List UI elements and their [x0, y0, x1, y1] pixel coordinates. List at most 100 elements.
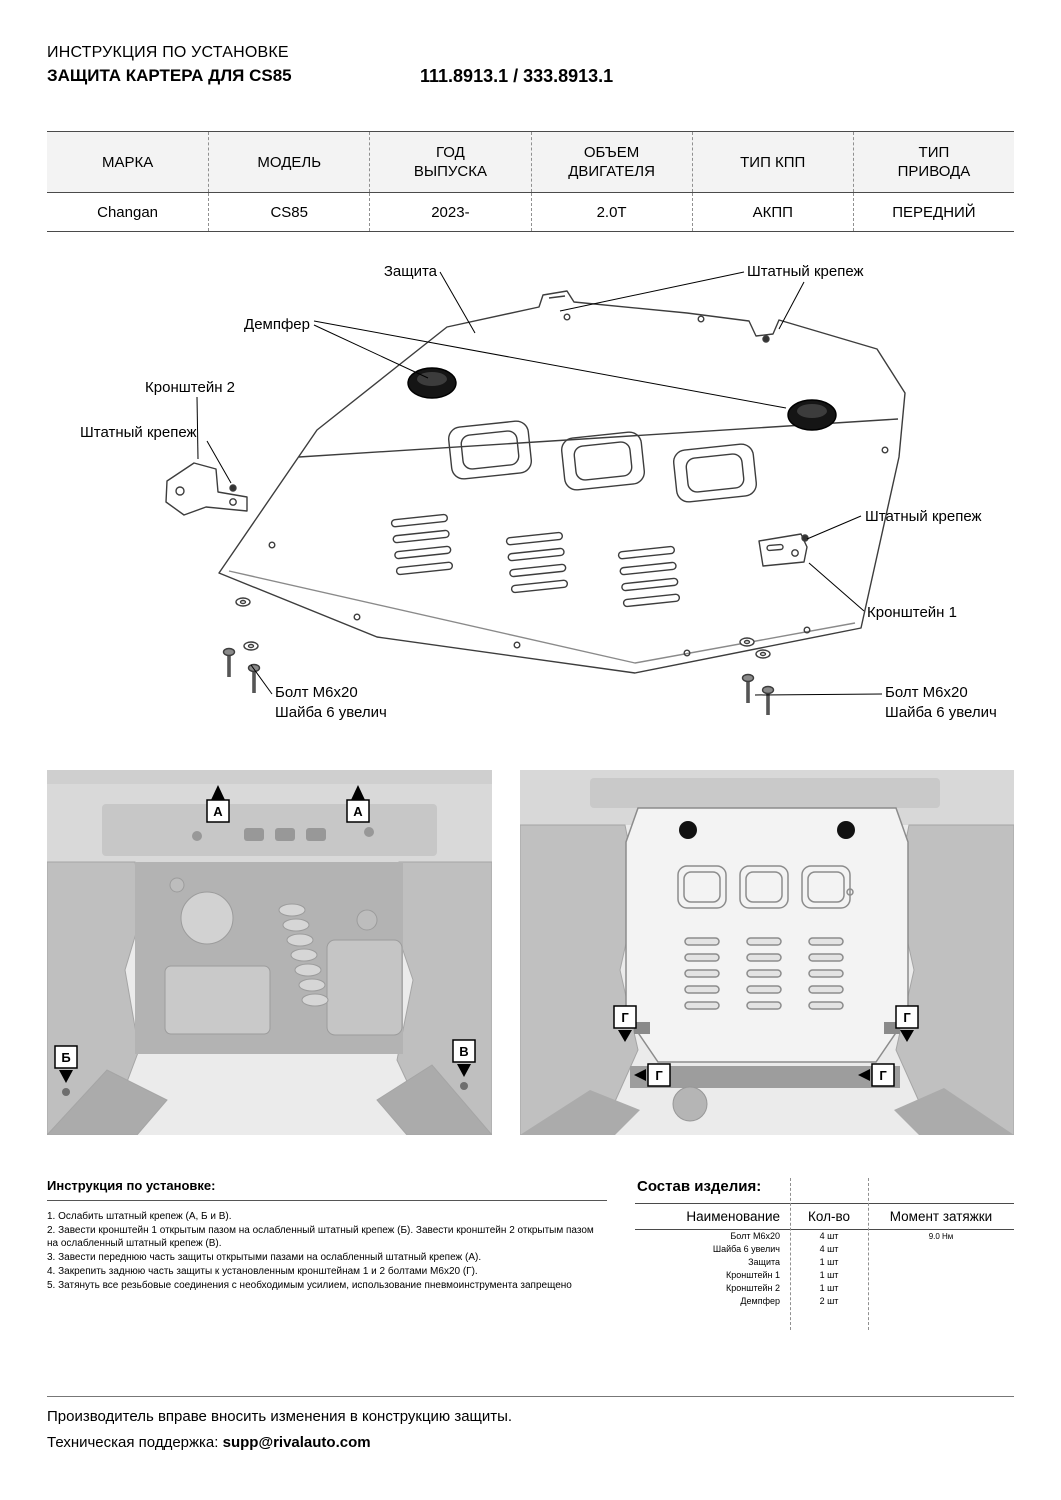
skid-plate-drawing — [165, 290, 906, 715]
callout-lines — [196, 271, 883, 696]
emboss-2 — [560, 431, 646, 491]
part-qty: 1 шт — [819, 1283, 839, 1293]
damper-left — [407, 367, 457, 399]
spec-value-drive: ПЕРЕДНИЙ — [852, 193, 1014, 231]
installed-plate — [625, 807, 909, 1063]
part-torque — [868, 1295, 1014, 1308]
part-torque: 9.0 Нм — [928, 1232, 954, 1241]
part-torque — [868, 1269, 1014, 1282]
label-washer-right: Шайба 6 увелич — [885, 704, 997, 721]
label-bracket-2: Кронштейн 2 — [145, 379, 235, 396]
part-qty: 4 шт — [819, 1244, 839, 1254]
engine-bay — [135, 862, 403, 1054]
marker-G4-letter: Г — [879, 1068, 887, 1083]
part-name: Защита — [748, 1257, 780, 1267]
label-oem-fastener-right: Штатный крепеж — [865, 508, 982, 525]
exploded-diagram: Защита Штатный крепеж Демпфер Кронштейн … — [47, 245, 1014, 745]
header: ИНСТРУКЦИЯ ПО УСТАНОВКЕ ЗАЩИТА КАРТЕРА Д… — [47, 44, 1014, 88]
instructions-steps: 1. Ослабить штатный крепеж (А, Б и В). 2… — [47, 1200, 607, 1292]
part-qty: 2 шт — [819, 1296, 839, 1306]
marker-G1: Г — [613, 1005, 637, 1042]
spec-header-gearbox: ТИП КПП — [691, 132, 853, 192]
parts-row-4: Кронштейн 1 1 шт — [635, 1269, 1014, 1282]
label-bracket-1: Кронштейн 1 — [867, 604, 957, 621]
spec-header-brand: МАРКА — [101, 153, 154, 171]
part-name: Кронштейн 2 — [726, 1283, 780, 1293]
tab-slot — [548, 295, 566, 299]
footer-divider — [47, 1396, 1014, 1397]
part-name: Кронштейн 1 — [726, 1270, 780, 1280]
part-torque — [868, 1256, 1014, 1269]
bracket-1 — [758, 335, 809, 567]
fasteners-left — [222, 597, 261, 693]
spec-value-gearbox: АКПП — [691, 193, 853, 231]
footer-disclaimer: Производитель вправе вносить изменения в… — [47, 1408, 513, 1425]
mounting-holes — [268, 313, 889, 657]
photo-installed-plate: Г Г Г Г — [520, 770, 1014, 1135]
doc-type-title: ИНСТРУКЦИЯ ПО УСТАНОВКЕ — [47, 44, 289, 61]
spec-header-model: МОДЕЛЬ — [208, 132, 369, 192]
marker-G2-letter: Г — [655, 1068, 663, 1083]
instruction-step-5: 5. Затянуть все резьбовые соединения с н… — [47, 1280, 572, 1291]
plate-flange-line — [228, 570, 856, 664]
parts-row-3: Защита 1 шт — [635, 1256, 1014, 1269]
parts-row-6: Демпфер 2 шт — [635, 1295, 1014, 1308]
slots-group-3 — [617, 545, 681, 608]
bumper-area — [47, 770, 492, 862]
parts-row-2: Шайба 6 увелич 4 шт — [635, 1243, 1014, 1256]
marker-A1-letter: А — [213, 804, 223, 819]
instruction-step-1: 1. Ослабить штатный крепеж (А, Б и В). — [47, 1211, 232, 1222]
instruction-step-2: 2. Завести кронштейн 1 открытым пазом на… — [47, 1225, 594, 1249]
label-oem-fastener-left: Штатный крепеж — [80, 424, 197, 441]
installation-photos: А А Б В — [47, 770, 1014, 1135]
parts-title: Состав изделия: — [637, 1178, 762, 1195]
instructions-title: Инструкция по установке: — [47, 1178, 216, 1193]
part-numbers: 111.8913.1 / 333.8913.1 — [420, 66, 614, 86]
part-qty: 1 шт — [819, 1257, 839, 1267]
parts-list: Состав изделия: Наименование Кол-во Моме… — [635, 1178, 1014, 1330]
marker-A1: А — [206, 785, 230, 823]
parts-col-name: Наименование — [686, 1209, 780, 1224]
support-label: Техническая поддержка: — [47, 1434, 223, 1451]
label-bolt-left: Болт М6х20 — [275, 684, 358, 701]
label-bolt-right: Болт М6х20 — [885, 684, 968, 701]
spec-value-engine: 2.0T — [530, 193, 692, 231]
marker-A2-letter: А — [353, 804, 363, 819]
slots-group-1 — [390, 513, 454, 576]
plate-slots — [684, 937, 844, 1010]
emboss-3 — [672, 443, 758, 503]
marker-V: В — [452, 1039, 476, 1077]
part-qty: 1 шт — [819, 1270, 839, 1280]
instruction-step-4: 4. Закрепить заднюю часть защиты к устан… — [47, 1266, 478, 1277]
fastener-points — [62, 1082, 468, 1096]
marker-G2: Г — [634, 1063, 671, 1087]
support-email-link[interactable]: supp@rivalauto.com — [222, 1434, 371, 1451]
label-oem-fastener-top: Штатный крепеж — [747, 263, 864, 280]
marker-G3-letter: Г — [903, 1010, 911, 1025]
installation-instructions: Инструкция по установке: 1. Ослабить шта… — [47, 1178, 607, 1293]
slots-group-2 — [505, 531, 569, 594]
marker-A2: А — [346, 785, 370, 823]
spec-header-drive: ТИП ПРИВОДА — [852, 132, 1014, 192]
damper-right — [787, 399, 837, 431]
label-plate: Защита — [384, 263, 438, 280]
part-name: Демпфер — [740, 1296, 780, 1306]
parts-header-row: Наименование Кол-во Момент затяжки — [635, 1203, 1014, 1230]
footer-support: Техническая поддержка: supp@rivalauto.co… — [47, 1434, 371, 1451]
surroundings — [520, 770, 1014, 1135]
parts-row-1: Болт М6х20 4 шт 9.0 Нм — [635, 1230, 1014, 1243]
marker-G3: Г — [895, 1005, 919, 1042]
photo-front-underbody: А А Б В — [47, 770, 492, 1135]
spec-values-row: Changan CS85 2023- 2.0T АКПП ПЕРЕДНИЙ — [47, 193, 1014, 231]
part-name: Болт М6х20 — [730, 1231, 780, 1241]
parts-divider-2 — [868, 1178, 869, 1330]
spec-header-row: МАРКА МОДЕЛЬ ГОД ВЫПУСКА ОБЪЕМ ДВИГАТЕЛЯ… — [47, 132, 1014, 193]
spec-header-engine: ОБЪЕМ ДВИГАТЕЛЯ — [530, 132, 692, 192]
parts-col-qty: Кол-во — [808, 1209, 850, 1224]
emboss-1 — [447, 420, 533, 480]
parts-col-torque: Момент затяжки — [889, 1209, 993, 1224]
label-damper: Демпфер — [244, 316, 310, 333]
marker-V-letter: В — [459, 1044, 468, 1059]
bracket-2 — [165, 462, 248, 516]
